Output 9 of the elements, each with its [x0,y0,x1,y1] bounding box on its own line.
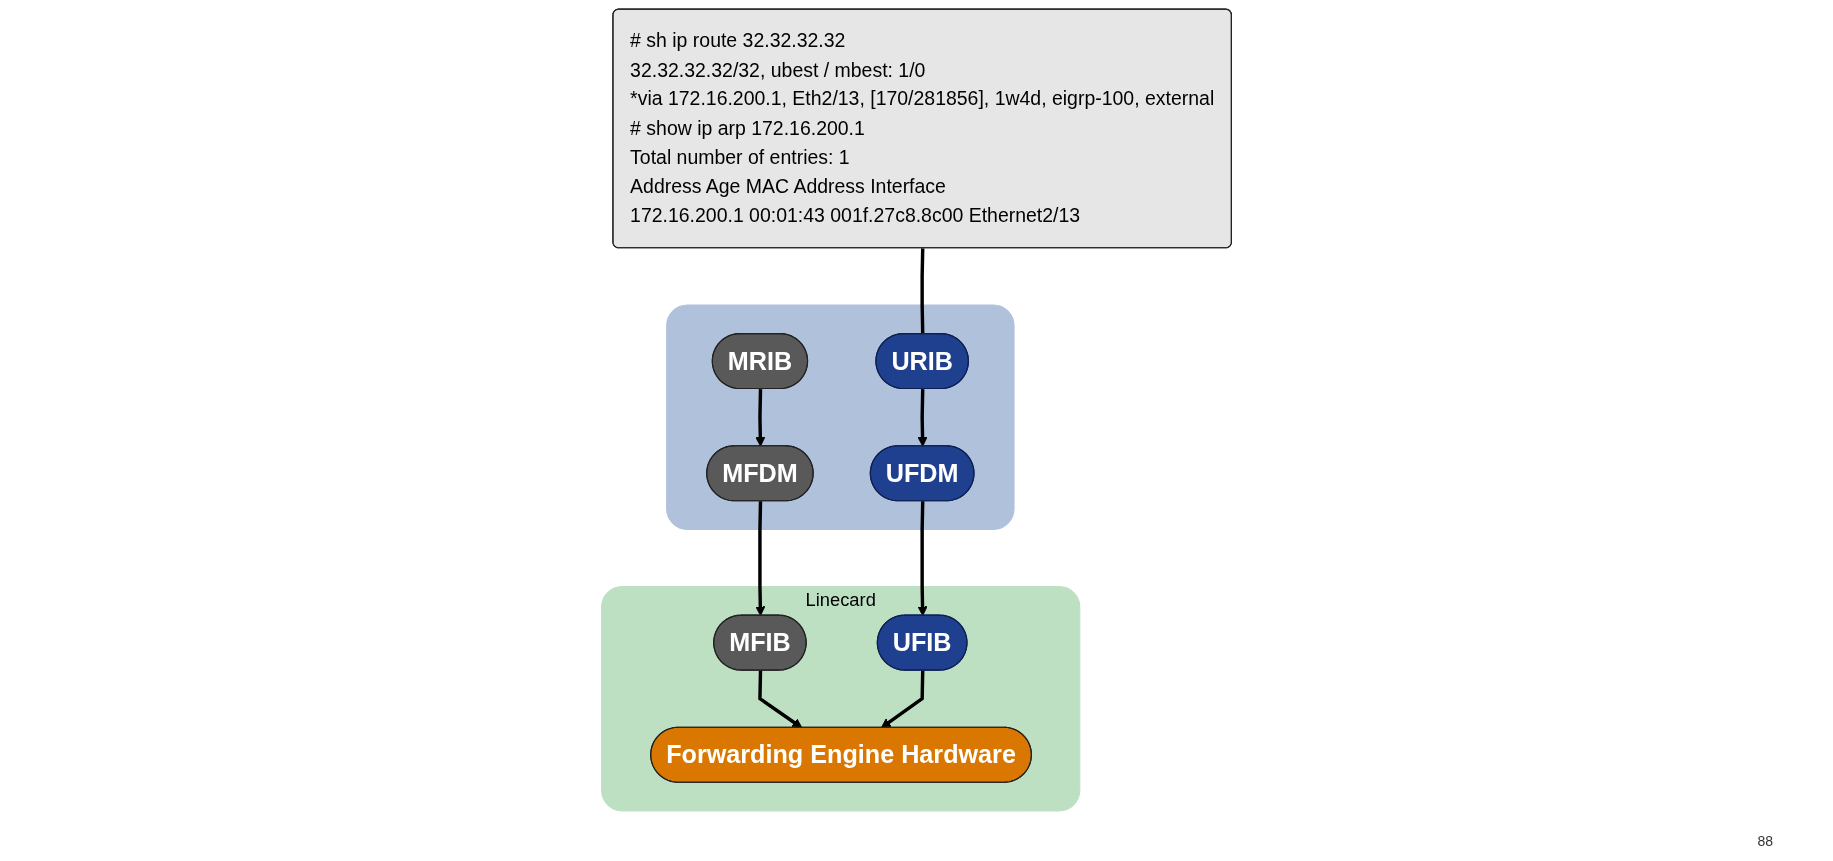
page-number: 88 [1757,833,1773,849]
cluster [666,304,1015,530]
arrow [758,670,803,729]
arrow [917,501,928,617]
connector [920,248,925,335]
arrow [880,670,925,729]
arrow [755,501,766,617]
arrow [755,389,766,447]
arrow [917,389,928,447]
